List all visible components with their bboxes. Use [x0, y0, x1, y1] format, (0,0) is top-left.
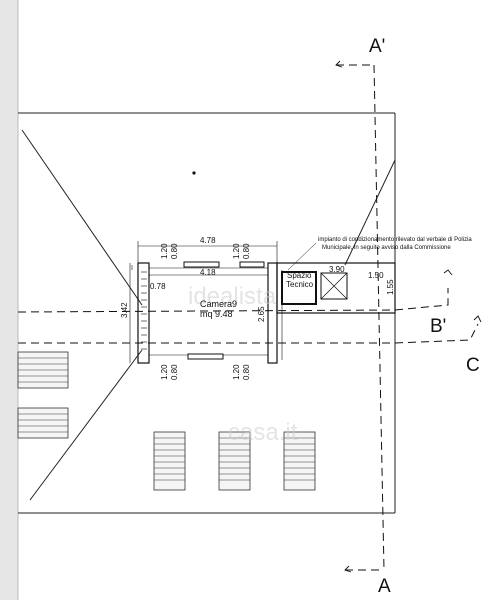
skylight-1	[153, 431, 186, 491]
tech-space-height: 1.55	[386, 279, 395, 295]
inner-dimension: 4.18	[200, 268, 216, 277]
room-height-left: 3.42	[120, 302, 129, 318]
room-height-right: 2.65	[257, 306, 266, 322]
room-name: Camera9	[200, 299, 237, 309]
stair-dimension: 0.78	[150, 282, 166, 291]
window-bottom-left-width: 1.20	[160, 364, 169, 380]
section-label-a-prime: A'	[369, 36, 385, 57]
skylight-slats	[18, 357, 315, 481]
dimension-lines	[129, 241, 283, 363]
section-line-b	[17, 288, 449, 313]
window-top-right	[239, 261, 265, 268]
section-lines	[17, 64, 479, 571]
skylight-left-2	[17, 407, 69, 439]
note-leader	[287, 242, 317, 271]
section-line-a	[373, 64, 385, 571]
window-bottom-right-width: 1.20	[232, 364, 241, 380]
window-bottom-left-height: 0.80	[170, 364, 179, 380]
plan-dot	[192, 171, 196, 175]
stairs	[141, 271, 147, 350]
skylight-2	[218, 431, 251, 491]
window-top-right-height: 0.80	[242, 243, 251, 259]
top-dimension: 4.78	[200, 236, 216, 245]
window-bottom-right-height: 0.80	[242, 364, 251, 380]
scan-edge-shadow	[0, 0, 18, 600]
room-area: mq 9.48	[200, 309, 233, 319]
windows	[183, 261, 265, 360]
window-top-left-height: 0.80	[170, 243, 179, 259]
section-label-a: A	[378, 576, 391, 597]
window-bottom-left	[187, 353, 224, 360]
window-top-left-width: 1.20	[160, 243, 169, 259]
skylight-3	[283, 431, 316, 491]
window-top-left	[183, 261, 220, 268]
watermark-casa: casa.it	[228, 419, 298, 446]
left-wall	[137, 262, 150, 364]
right-wall	[267, 262, 278, 364]
section-arrowheads	[335, 60, 482, 573]
note-line-1: impianto di condizionamento rilevato dal…	[318, 237, 472, 243]
window-top-right-width: 1.20	[232, 243, 241, 259]
ac-unit	[320, 272, 348, 300]
tech-space-label-1: Spazio	[287, 271, 312, 280]
note-line-2: Municipale, in seguito avviso dalla Comm…	[322, 245, 451, 251]
tech-space-label-2: Tecnico	[286, 280, 314, 289]
watermark-idealista: idealista	[188, 283, 277, 310]
section-label-c: C	[466, 355, 480, 376]
tech-space-width: 3.90	[329, 265, 345, 274]
tech-space-right-width: 1.50	[368, 271, 384, 280]
section-label-b-prime: B'	[430, 316, 446, 337]
section-line-c	[18, 323, 479, 344]
